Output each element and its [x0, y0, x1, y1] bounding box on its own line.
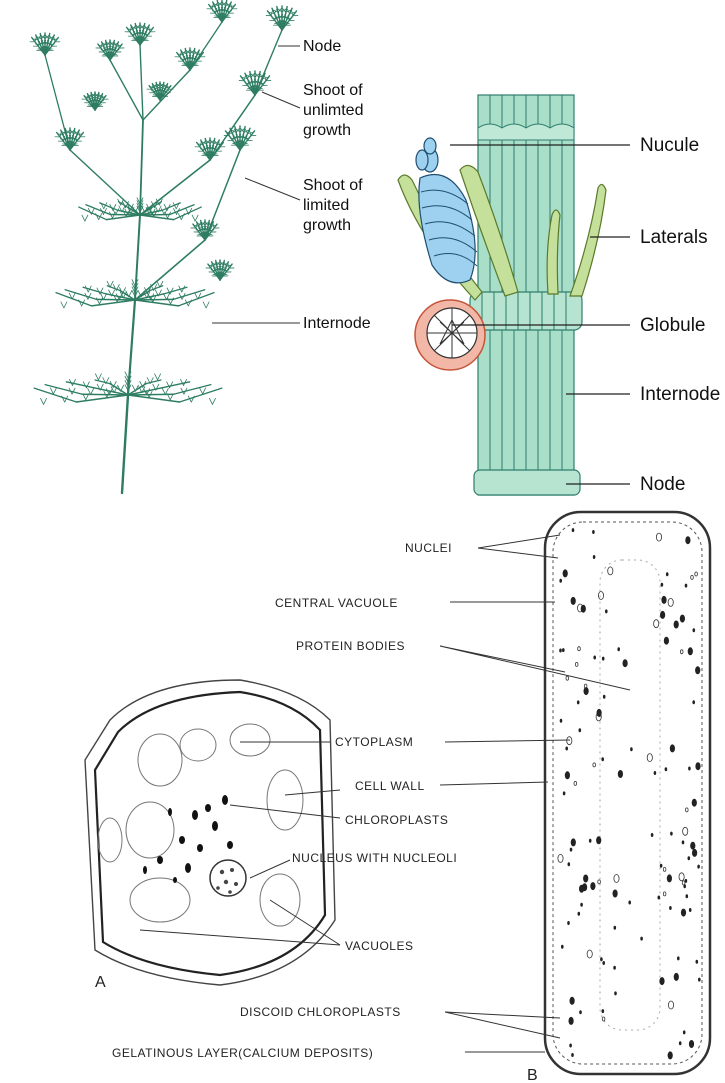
lateral-right [570, 184, 606, 296]
label-chloroplasts: CHLOROPLASTS [345, 813, 448, 827]
globule-star-pattern [427, 308, 477, 358]
shoot-unlimited-leader-line [262, 92, 300, 108]
label-shoot-limited-3: growth [303, 217, 351, 234]
panel1-labels: Node Shoot of unlimted growth Shoot of l… [212, 38, 371, 332]
cell-a-nucleus [210, 860, 246, 896]
label-laterals: Laterals [640, 227, 708, 248]
label-shoot-unlimited-3: growth [303, 122, 351, 139]
label-protein-bodies: PROTEIN BODIES [296, 639, 405, 653]
cell-a-wall [95, 692, 325, 975]
cell-b-outer-wall [545, 512, 710, 1074]
label-internode-2: Internode [640, 384, 720, 405]
label-shoot-unlimited-1: Shoot of [303, 82, 363, 99]
label-shoot-unlimited-2: unlimted [303, 102, 363, 119]
label-node-2: Node [640, 474, 685, 495]
chara-node-illustration [398, 95, 606, 495]
label-vacuoles: VACUOLES [345, 939, 413, 953]
label-globule: Globule [640, 315, 706, 336]
discoid-leader-lines [445, 1012, 560, 1038]
cell-a-hexagonal [85, 680, 335, 985]
label-nucleus-with-nucleoli: NUCLEUS WITH NUCLEOLI [292, 851, 457, 865]
panel-letter-a: A [95, 974, 106, 991]
label-discoid-chloroplasts: DISCOID CHLOROPLASTS [240, 1005, 401, 1019]
cell-b-elongated [545, 512, 710, 1074]
label-cell-wall: CELL WALL [355, 779, 425, 793]
middle-node-band [470, 292, 582, 330]
chara-plant-illustration [30, 0, 298, 493]
label-gelatinous-layer: GELATINOUS LAYER(CALCIUM DEPOSITS) [112, 1046, 373, 1060]
label-central-vacuole: CENTRAL VACUOLE [275, 596, 398, 610]
bottom-node-band [474, 470, 580, 495]
label-shoot-limited-2: limited [303, 197, 349, 214]
label-nuclei: NUCLEI [405, 541, 452, 555]
label-nucule: Nucule [640, 135, 699, 156]
label-shoot-limited-1: Shoot of [303, 177, 363, 194]
nucule-crown-cell [424, 138, 436, 154]
label-cytoplasm: CYTOPLASM [335, 735, 413, 749]
label-node: Node [303, 38, 341, 55]
shoot-limited-leader-line [245, 178, 300, 200]
panel-letter-b: B [527, 1067, 538, 1083]
label-internode: Internode [303, 315, 371, 332]
